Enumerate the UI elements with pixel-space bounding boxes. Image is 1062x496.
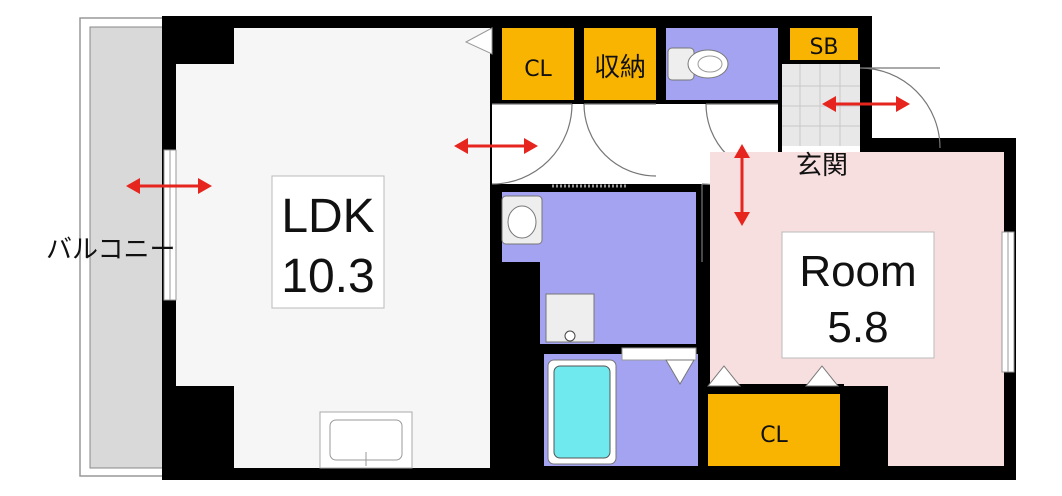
access-arrows [126, 96, 910, 226]
ldk-name: LDK [281, 190, 374, 243]
ldk-size: 10.3 [281, 250, 374, 303]
cl-top-label: CL [524, 57, 552, 82]
bathroom [544, 347, 698, 466]
ldk-room [163, 28, 490, 469]
room-name: Room [799, 247, 916, 296]
shoe-box-label: SB [809, 35, 838, 60]
entrance-label: 玄関 [796, 151, 848, 181]
balcony-label: バルコニー [46, 235, 175, 265]
toilet-icon [667, 47, 729, 81]
top-closets [502, 28, 858, 100]
cl-room-label: CL [760, 423, 788, 448]
room-size: 5.8 [827, 303, 888, 352]
washroom [501, 192, 696, 344]
bedroom [706, 152, 1015, 466]
storage-label: 収納 [594, 53, 646, 83]
balcony [79, 17, 167, 477]
